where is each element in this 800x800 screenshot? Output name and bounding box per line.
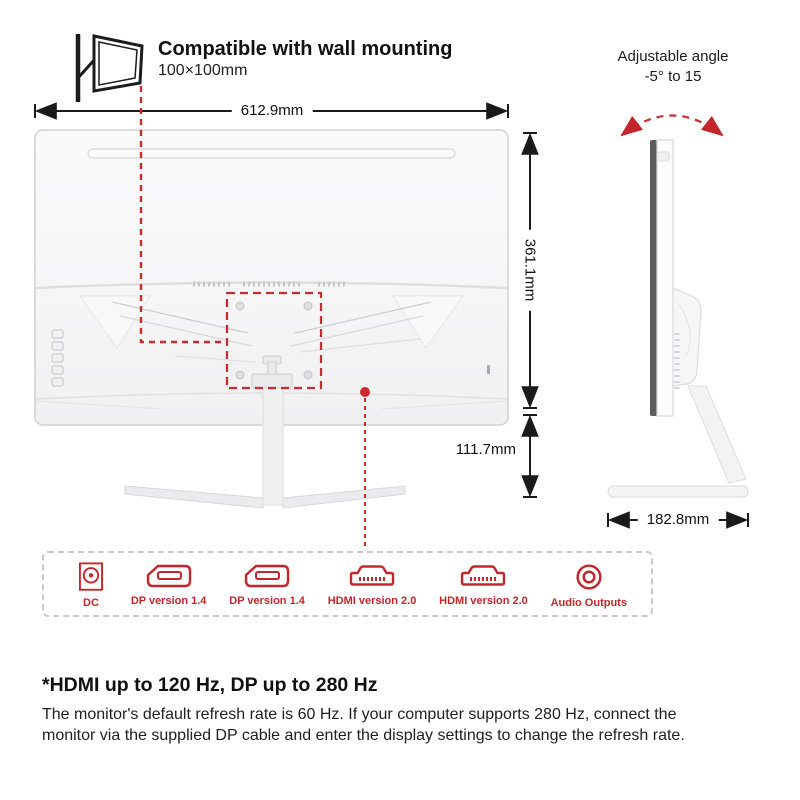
vesa-guide-line xyxy=(139,86,225,344)
port-label: DC xyxy=(83,596,99,609)
tilt-angle-arc xyxy=(620,114,724,137)
side-panel-edge xyxy=(650,140,657,416)
depth-dimension-label: 182.8mm xyxy=(637,511,719,528)
handle-slot xyxy=(87,148,456,159)
ports-guide-line xyxy=(360,387,370,550)
audio-output-icon xyxy=(576,563,602,590)
osd-buttons xyxy=(51,329,64,387)
hdmi-port-icon xyxy=(349,564,395,586)
stand-height-dimension-line xyxy=(521,414,539,498)
wall-mount-size: 100×100mm xyxy=(158,62,248,79)
side-housing xyxy=(672,287,702,387)
stand xyxy=(124,355,406,509)
port-label: DP version 1.4 xyxy=(130,594,207,607)
vesa-mount-area xyxy=(225,291,323,390)
height-dimension-label: 361.1mm xyxy=(521,229,539,311)
displayport-icon xyxy=(146,564,191,587)
port-label: Audio Outputs xyxy=(550,596,627,609)
back-decor-lines xyxy=(79,295,464,363)
monitor-back-view xyxy=(34,129,509,509)
dc-port-icon xyxy=(79,561,103,591)
port-dp-1: DP version 1.4 xyxy=(130,562,207,607)
hdmi-port-icon xyxy=(461,564,506,586)
adjustable-angle-label: Adjustable angle xyxy=(617,48,729,65)
stand-height-dimension-label: 111.7mm xyxy=(455,441,516,458)
stand-arm xyxy=(687,385,747,484)
power-indicator xyxy=(487,365,490,374)
ports-legend-box: DC DP version 1.4 DP version 1.4 HDMI ve… xyxy=(42,551,653,617)
port-label: HDMI version 2.0 xyxy=(327,594,417,607)
wall-mount-title: Compatible with wall mounting xyxy=(158,38,453,60)
stand-base xyxy=(607,485,749,498)
monitor-side-view xyxy=(607,114,749,498)
port-hdmi-2: HDMI version 2.0 xyxy=(439,562,528,607)
wall-mount-icon xyxy=(75,34,144,102)
refresh-rate-headline: *HDMI up to 120 Hz, DP up to 280 Hz xyxy=(42,674,378,696)
width-dimension-label: 612.9mm xyxy=(231,102,313,119)
port-dc: DC xyxy=(74,560,108,609)
refresh-rate-note: The monitor's default refresh rate is 60… xyxy=(42,706,685,745)
adjustable-angle-range: -5° to 15 xyxy=(644,68,702,85)
back-panel-seam xyxy=(35,281,508,290)
port-dp-2: DP version 1.4 xyxy=(229,562,305,607)
port-hdmi-1: HDMI version 2.0 xyxy=(327,562,417,607)
port-label: HDMI version 2.0 xyxy=(439,594,528,607)
vesa-screw-holes xyxy=(235,301,313,380)
displayport-icon xyxy=(244,564,290,587)
port-label: DP version 1.4 xyxy=(229,594,305,607)
port-audio: Audio Outputs xyxy=(551,560,627,609)
